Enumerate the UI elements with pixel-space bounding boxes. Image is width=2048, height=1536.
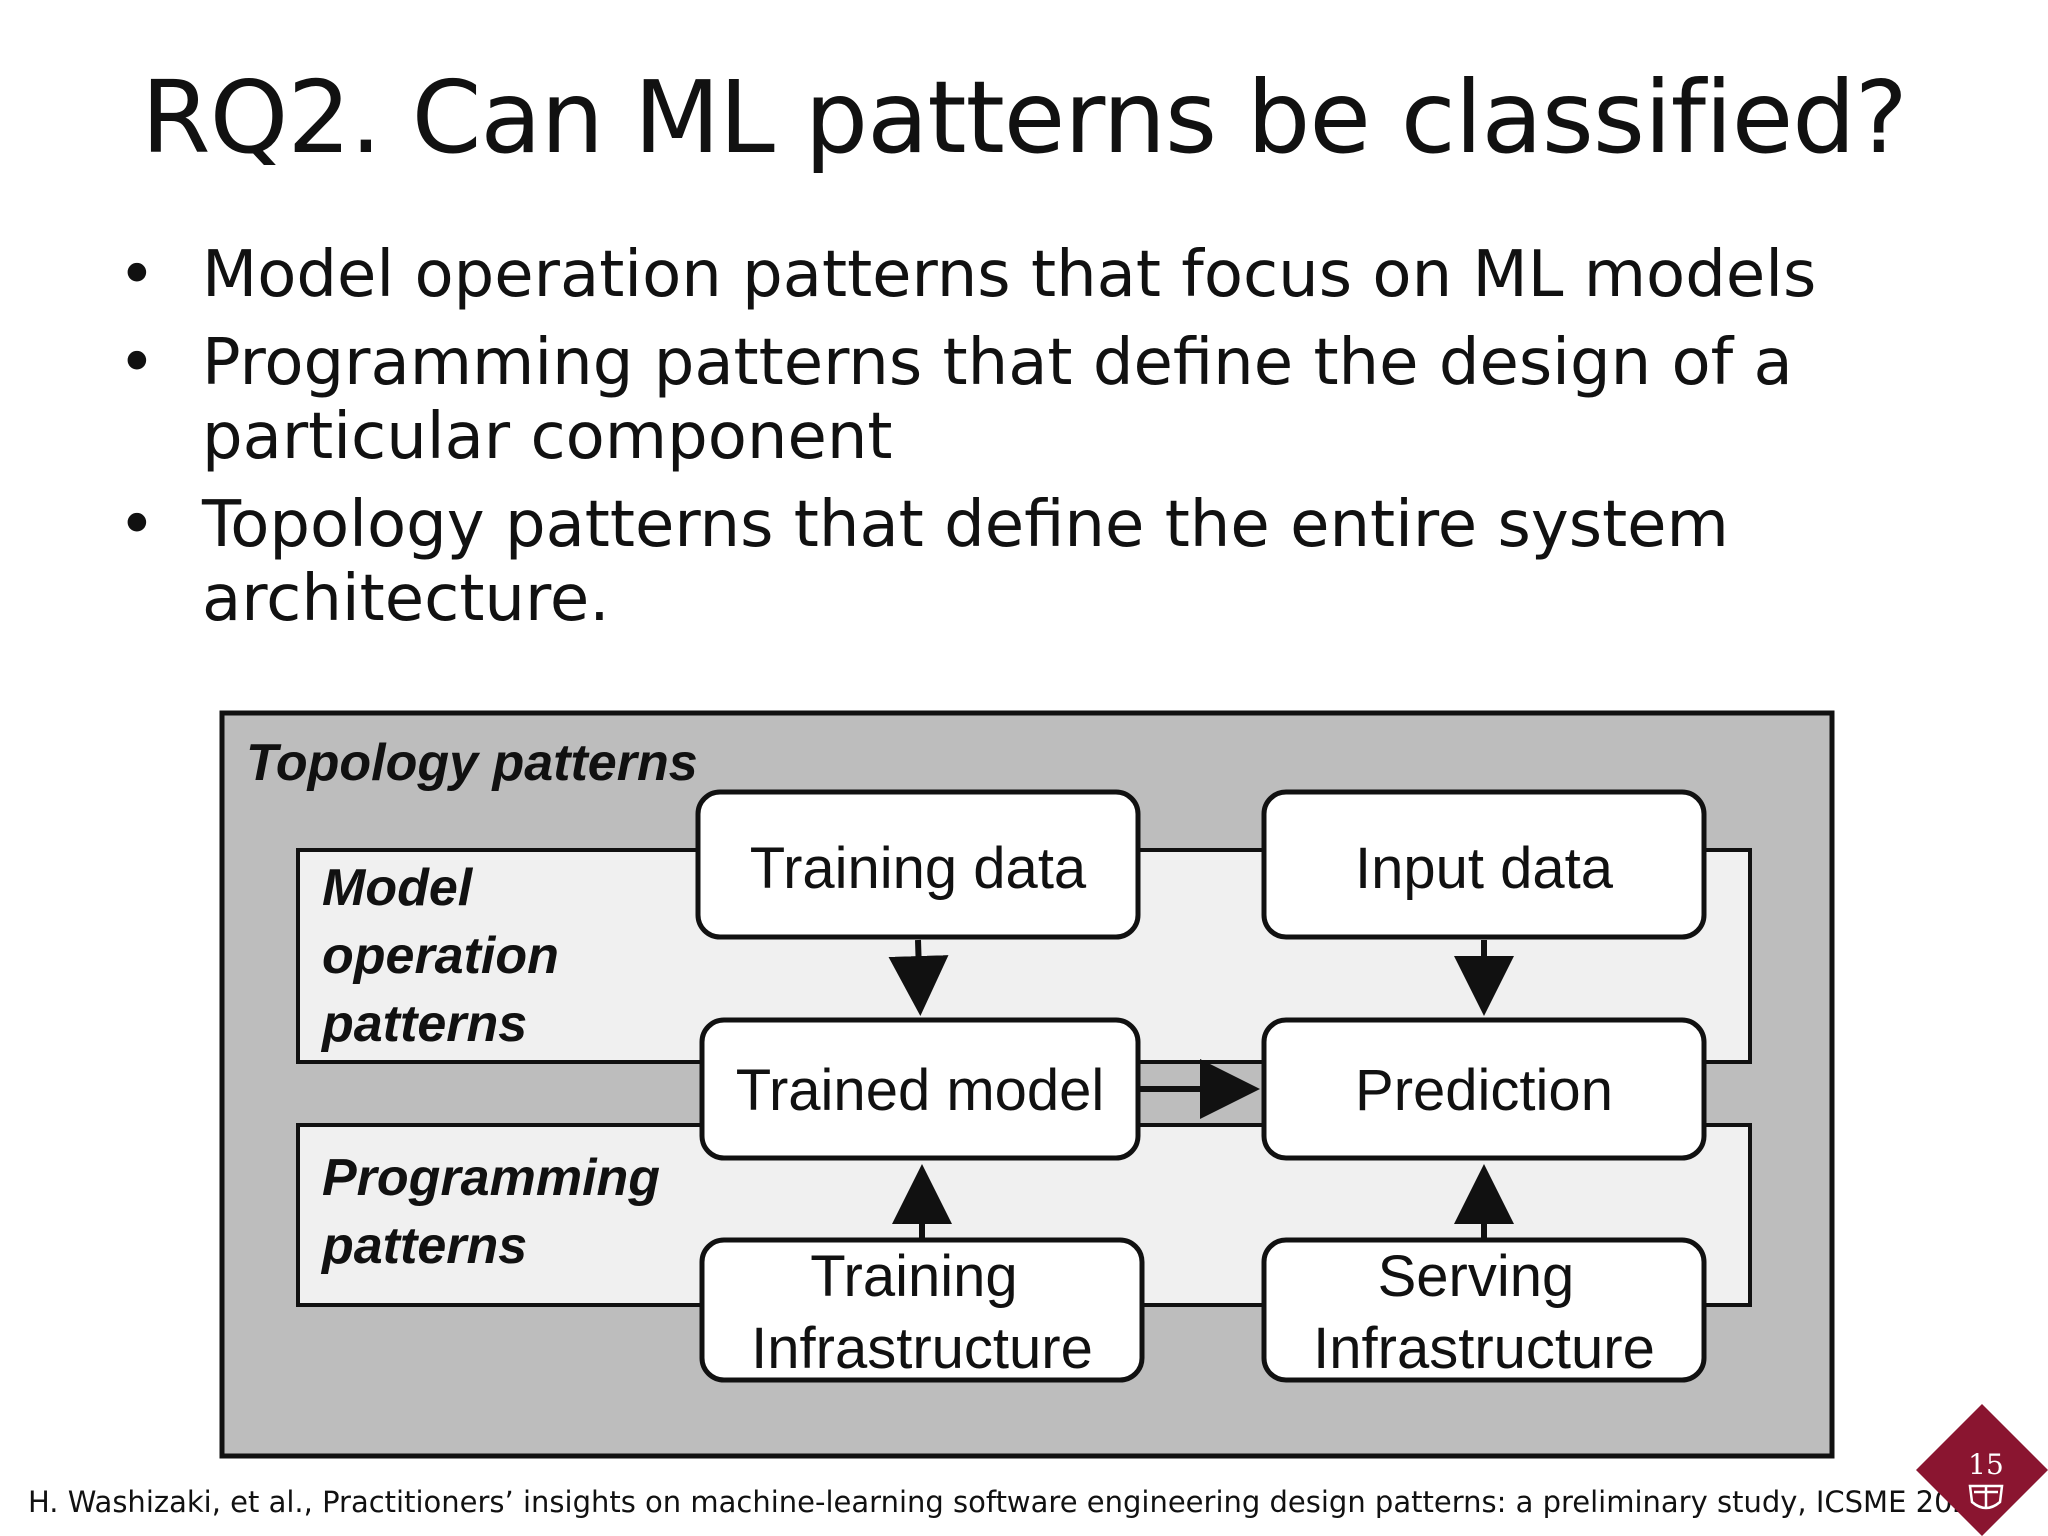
input-data-label: Input data [1355, 836, 1614, 901]
serving-infrastructure-line: Infrastructure [1313, 1316, 1655, 1381]
bullet-text: Programming patterns that define the des… [202, 326, 1793, 474]
university-crest-icon [1968, 1484, 2004, 1510]
training-data-box: Training data [695, 789, 1141, 940]
bullet-dot: • [118, 238, 156, 312]
training-infrastructure-line: Infrastructure [751, 1316, 1093, 1381]
training-infrastructure-line: Training [810, 1244, 1017, 1309]
bullet-item: • Topology patterns that define the enti… [118, 488, 1938, 636]
model-operation-label-line: Model [322, 859, 474, 917]
bullet-dot: • [118, 326, 156, 400]
bullet-dot: • [118, 488, 156, 562]
serving-infrastructure-line: Serving [1378, 1244, 1575, 1309]
bullet-text: Model operation patterns that focus on M… [202, 238, 1817, 312]
model-operation-label: Model operation patterns [320, 859, 573, 1053]
programming-label-line: patterns [320, 1217, 527, 1275]
bullet-item: • Model operation patterns that focus on… [118, 238, 1938, 312]
page-number-badge: 15 [1916, 1404, 2048, 1536]
training-data-label: Training data [750, 836, 1087, 901]
trained-model-label: Trained model [736, 1058, 1105, 1123]
bullet-text: Topology patterns that define the entire… [202, 488, 1729, 636]
programming-label-line: Programming [322, 1149, 660, 1207]
serving-infrastructure-box: Serving Infrastructure [1261, 1237, 1707, 1383]
trained-model-box: Trained model [699, 1017, 1141, 1161]
prediction-label: Prediction [1355, 1058, 1613, 1123]
citation-footer: H. Washizaki, et al., Practitioners’ ins… [28, 1485, 1990, 1519]
training-infrastructure-label: Training Infrastructure [751, 1244, 1093, 1381]
prediction-box: Prediction [1261, 1017, 1707, 1161]
model-operation-label-line: operation [322, 927, 559, 985]
serving-infrastructure-label: Serving Infrastructure [1313, 1244, 1655, 1381]
page-number: 15 [1968, 1448, 2004, 1481]
training-infrastructure-box: Training Infrastructure [699, 1237, 1145, 1383]
arrow-training-data-to-trained-model [888, 939, 949, 1016]
bullet-item: • Programming patterns that define the d… [118, 326, 1938, 474]
model-operation-label-line: patterns [320, 995, 527, 1053]
programming-label: Programming patterns [320, 1149, 675, 1275]
slide-title: RQ2. Can ML patterns be classified? [141, 59, 1908, 176]
input-data-box: Input data [1261, 789, 1707, 940]
bullet-list: • Model operation patterns that focus on… [118, 238, 1938, 650]
badge-diamond [1916, 1404, 2048, 1536]
topology-label: Topology patterns [246, 734, 698, 792]
